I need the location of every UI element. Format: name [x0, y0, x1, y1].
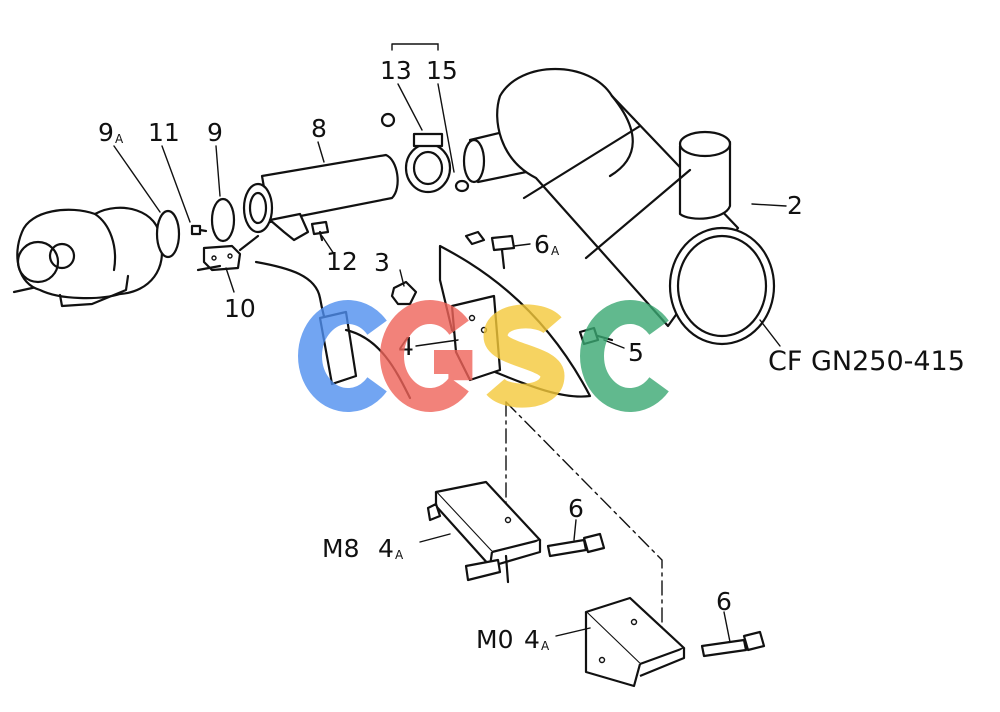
label-m8-prefix: M8 [322, 534, 359, 563]
gasket-9a [155, 209, 181, 259]
callout-9a-sub: A [115, 132, 124, 146]
nut-small [380, 112, 396, 128]
gasket-9 [210, 197, 236, 243]
assembly-lines [505, 401, 663, 633]
turbocharger [12, 206, 163, 308]
bolt-12 [310, 220, 330, 242]
label-m0-num: 4 [524, 625, 540, 654]
callout-13: 13 [380, 56, 412, 85]
callout-labels: 13 15 9 A 11 9 8 2 6 A 12 3 10 4 5 CF GN… [98, 56, 965, 654]
watermark-letter-g-2 [380, 300, 473, 412]
exhaust-pipe-8 [238, 153, 399, 362]
model-code: CF GN250-415 [768, 346, 965, 377]
callout-5: 5 [628, 338, 644, 367]
label-m0-prefix: M0 [476, 625, 513, 654]
bolt-11 [190, 224, 208, 236]
bolt-6a [464, 230, 516, 270]
callout-6a: 6 [534, 230, 550, 259]
callout-12: 12 [326, 247, 358, 276]
label-m0-sub: A [541, 639, 550, 653]
label-m8-num: 4 [378, 534, 394, 563]
callout-15: 15 [426, 56, 458, 85]
clamp-13 [404, 132, 452, 194]
watermark-letter-c-4 [580, 300, 669, 412]
leader-lines [113, 43, 787, 643]
label-m8-sub: A [395, 548, 404, 562]
cgsc-watermark-logo [298, 300, 669, 412]
muffler-2 [496, 68, 776, 346]
watermark-letter-c-1 [298, 300, 387, 412]
bracket-m0-4a [584, 596, 686, 688]
callout-10: 10 [224, 294, 256, 323]
callout-9a: 9 [98, 118, 114, 147]
callout-8: 8 [311, 114, 327, 143]
callout-6-upper: 6 [568, 494, 584, 523]
callout-11: 11 [148, 118, 180, 147]
callout-6-lower: 6 [716, 587, 732, 616]
callout-3: 3 [374, 248, 390, 277]
watermark-letter-s-3 [483, 304, 565, 408]
nut-3 [390, 280, 418, 306]
nut-15 [454, 179, 470, 193]
bolt-6-lower [700, 630, 766, 658]
callout-9: 9 [207, 118, 223, 147]
bolt-6-upper [546, 532, 606, 558]
callout-6a-sub: A [551, 244, 560, 258]
bracket-m8-4a [426, 480, 542, 584]
callout-2: 2 [787, 191, 803, 220]
bracket-10 [196, 244, 242, 272]
